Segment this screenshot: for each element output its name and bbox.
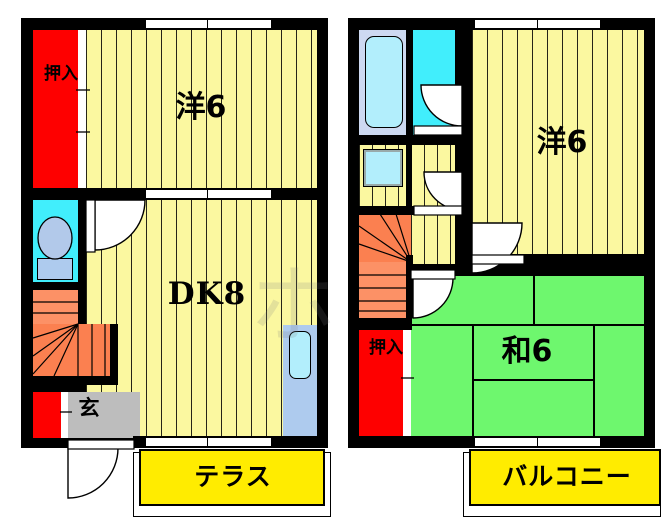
tatami-joint (533, 276, 535, 324)
label-yoshitsu6-2f: 洋6 (536, 125, 588, 160)
interior-wall (406, 255, 413, 318)
door-swing-entrance (67, 447, 119, 499)
label-oshiire-2f: 押入 (369, 338, 403, 358)
tatami-joint (411, 324, 644, 326)
terrace (139, 449, 325, 506)
interior-wall (21, 376, 118, 385)
window-dk8-bottom (146, 437, 271, 447)
closet-sliding-door-1f (78, 30, 86, 188)
label-balcony: バルコニー (502, 462, 632, 491)
interior-wall (21, 282, 78, 290)
room-yoshitsu6-2f (472, 30, 644, 254)
shoe-closet-door-1f (61, 392, 68, 438)
stairs-treads-2f (359, 262, 411, 318)
window-mullion (207, 189, 208, 199)
stairs-winder-2f (359, 214, 411, 262)
label-washitsu6: 和6 (501, 334, 553, 369)
window-yoshitsu6-1f-top (146, 19, 271, 29)
window-mullion (207, 19, 208, 29)
toilet-tank (37, 258, 73, 280)
window-mullion (537, 437, 538, 447)
entrance-genkan (68, 392, 140, 438)
stairs-upper-treads-1f (33, 290, 78, 324)
interior-wall (21, 384, 33, 448)
kitchen-sink-basin (289, 331, 311, 379)
interior-wall (78, 18, 86, 30)
tatami-joint (593, 324, 595, 436)
stairs-winder-1f (33, 324, 78, 376)
interior-wall (348, 135, 462, 145)
interior-wall (78, 188, 86, 292)
window-mullion (537, 19, 538, 29)
label-oshiire-1f: 押入 (44, 64, 78, 84)
balcony (469, 449, 661, 506)
interior-wall (406, 145, 412, 207)
interior-wall (348, 206, 462, 215)
interior-wall (110, 324, 118, 384)
interior-wall (403, 436, 411, 448)
window-dk8-top (146, 189, 271, 199)
closet-oshiire-2f (359, 330, 403, 436)
bathtub (365, 36, 403, 128)
label-yoshitsu6-1f: 洋6 (175, 90, 227, 125)
label-genkan: 玄 (78, 396, 100, 420)
shoe-closet-1f (33, 392, 61, 438)
washbasin (363, 149, 403, 187)
room-yoshitsu6-1f (86, 30, 317, 188)
label-dk8: DK8 (167, 276, 247, 312)
tatami-joint (472, 379, 593, 381)
closet-oshiire-1f (33, 30, 78, 188)
interior-wall (348, 318, 412, 330)
interior-wall (406, 30, 413, 135)
closet-sliding-door-2f (403, 330, 411, 436)
label-terrace: テラス (194, 462, 272, 491)
interior-wall (411, 264, 644, 276)
interior-wall (455, 18, 472, 276)
window-mullion (207, 437, 208, 447)
